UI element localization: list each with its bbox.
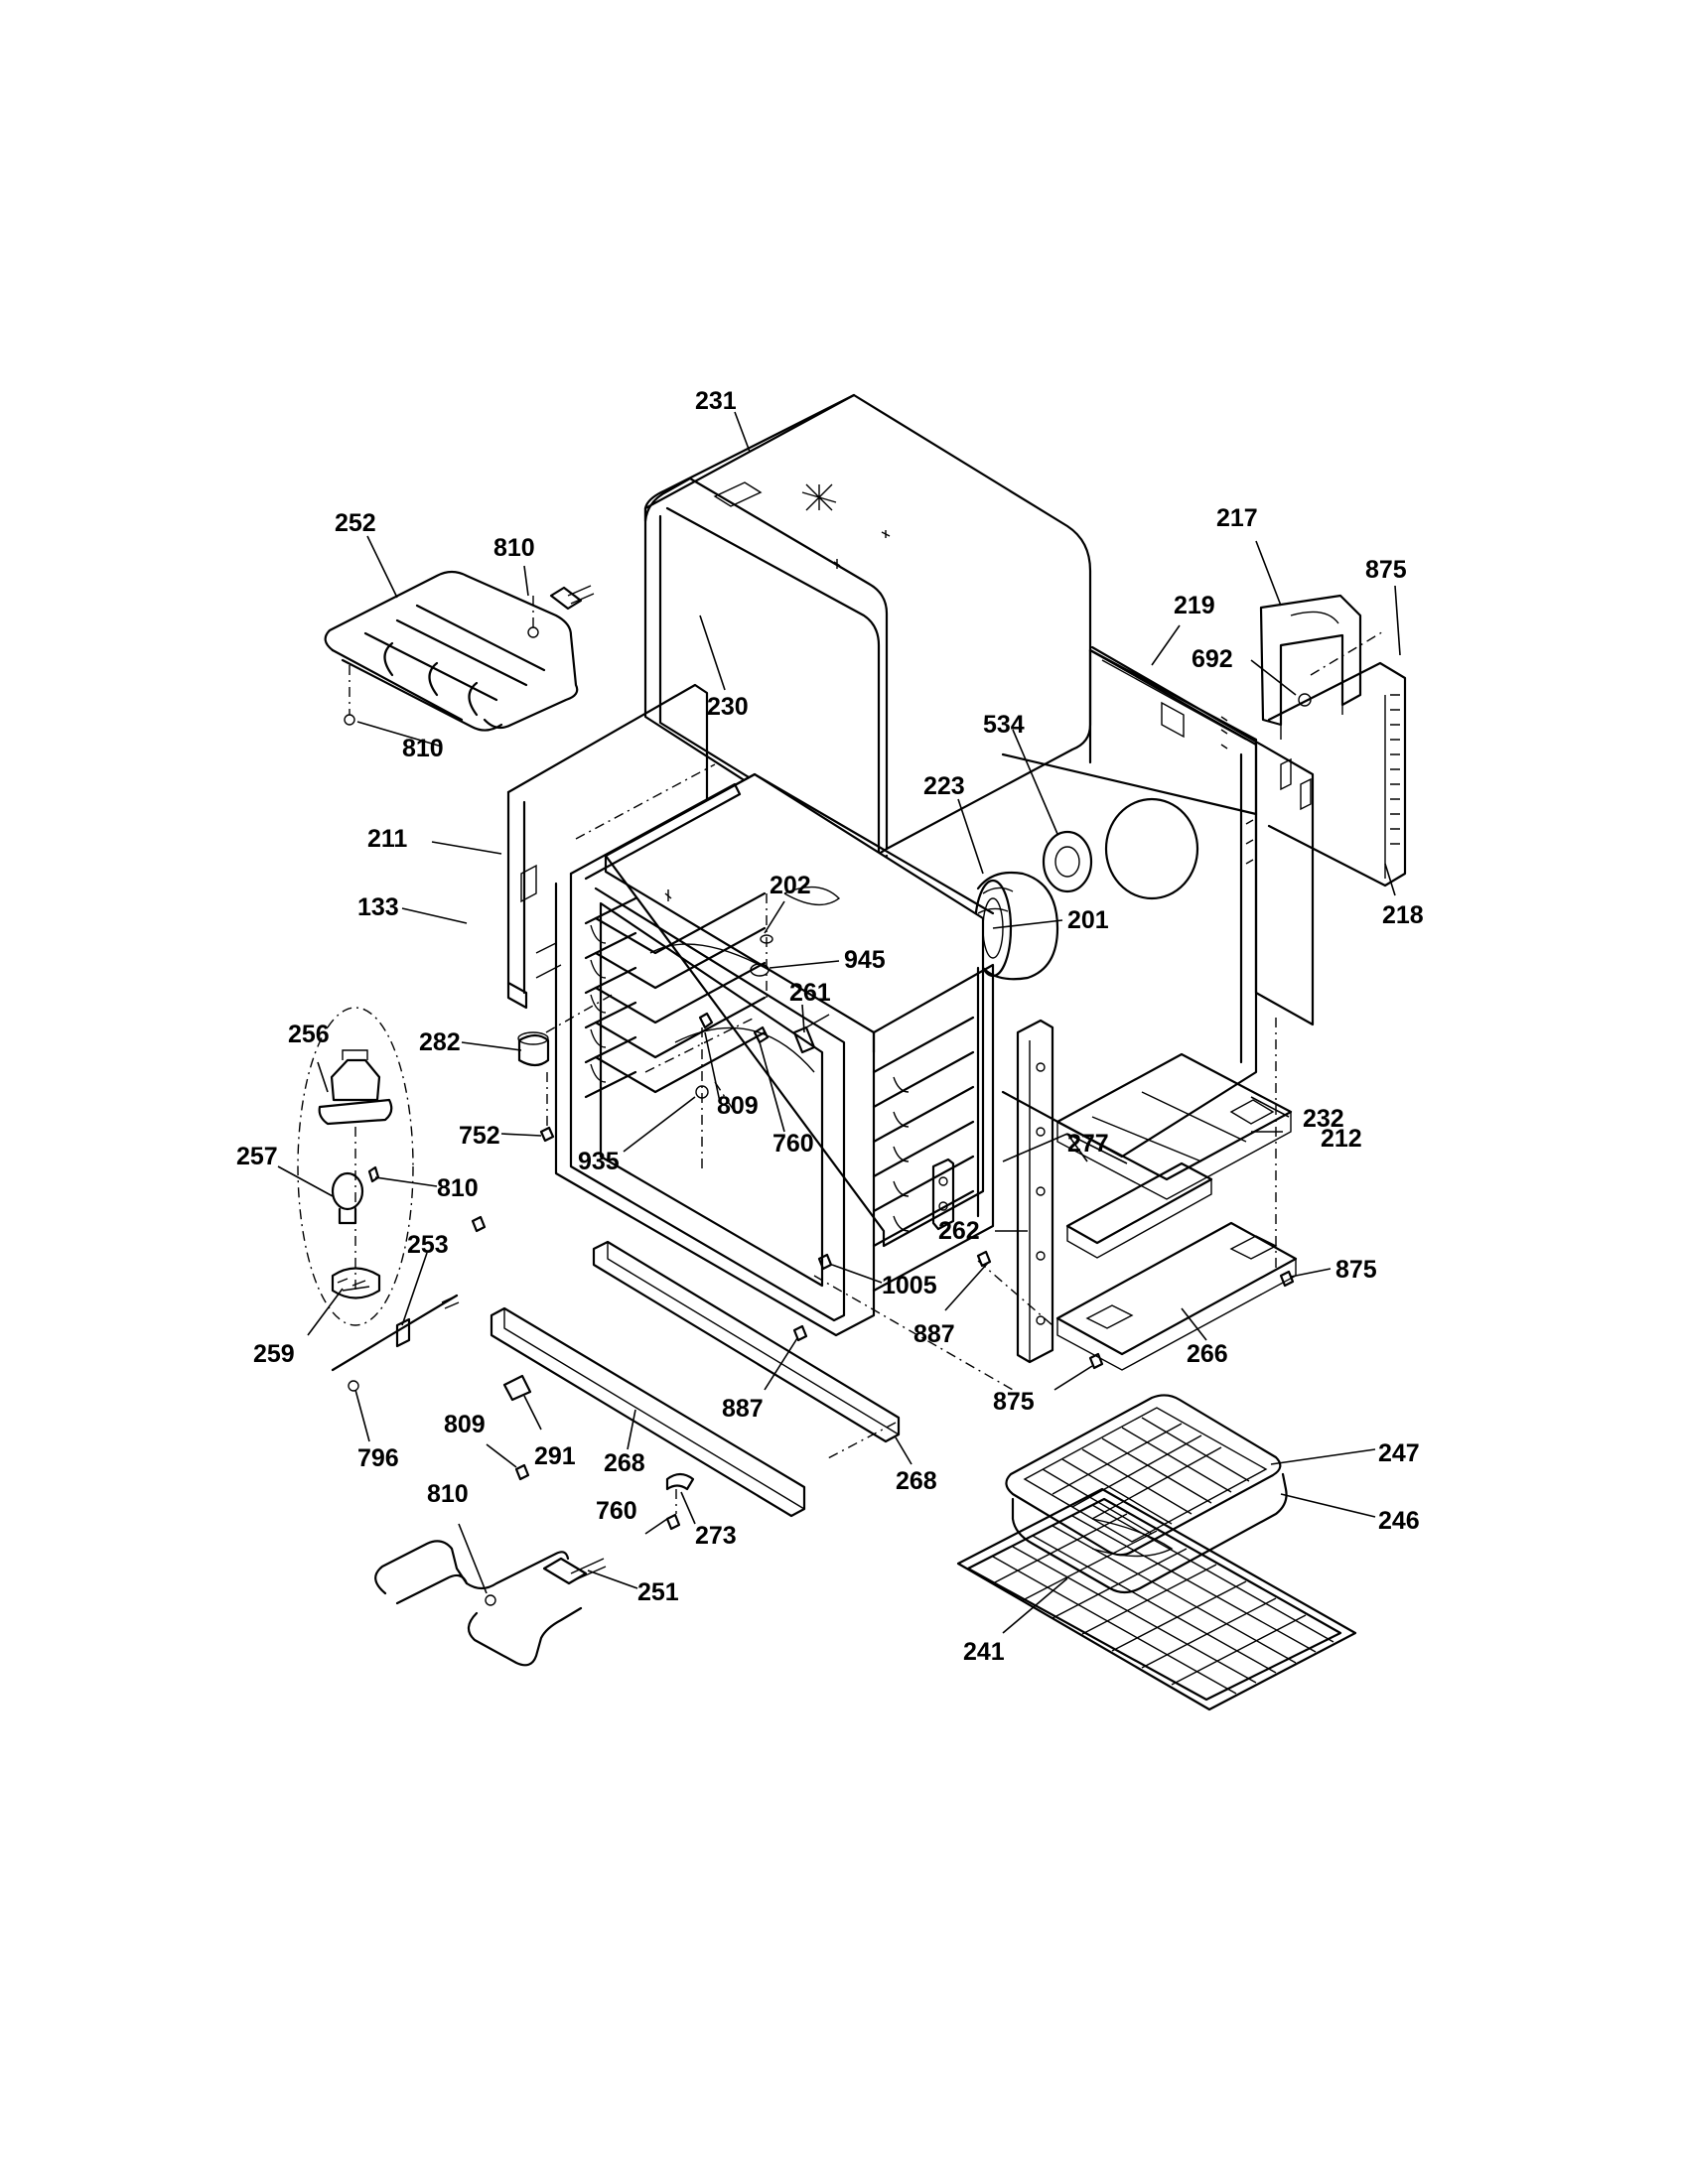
callout-211: 211	[367, 825, 407, 853]
callout-223: 223	[923, 772, 965, 800]
part-241-oven-rack	[956, 1487, 1357, 1711]
callout-277: 277	[1067, 1130, 1109, 1158]
callout-887: 887	[913, 1320, 955, 1348]
callout-259: 259	[253, 1340, 295, 1368]
part-282-lamp-receptacle	[517, 992, 617, 1067]
part-252-broil-element	[324, 570, 595, 732]
callout-875: 875	[1365, 556, 1407, 584]
part-760-809-screws	[695, 1012, 770, 1171]
part-231-outer-wrapper	[643, 393, 1092, 866]
callout-810: 810	[402, 735, 444, 762]
callout-212: 212	[1321, 1125, 1362, 1153]
part-small-screws	[471, 1215, 1295, 1531]
callout-253: 253	[407, 1231, 449, 1259]
part-268-trim-strip-rear	[592, 1240, 901, 1443]
callout-251: 251	[637, 1578, 679, 1606]
callout-252: 252	[335, 509, 376, 537]
callout-246: 246	[1378, 1507, 1420, 1535]
part-752-screw	[539, 1072, 555, 1143]
callout-945: 945	[844, 946, 886, 974]
callout-291: 291	[534, 1442, 576, 1470]
part-534-fan-gasket	[1042, 830, 1093, 893]
part-218-control-board	[1267, 661, 1407, 887]
callout-262: 262	[938, 1217, 980, 1245]
callout-534: 534	[983, 711, 1025, 739]
part-217-bracket	[1259, 594, 1362, 740]
callout-760: 760	[772, 1130, 814, 1158]
leader-lines	[277, 411, 1401, 1634]
part-219-back-panel	[1088, 645, 1315, 1026]
callout-218: 218	[1382, 901, 1424, 929]
callout-692: 692	[1192, 645, 1233, 673]
callout-247: 247	[1378, 1439, 1420, 1467]
callout-266: 266	[1187, 1340, 1228, 1368]
part-201-oven-cavity	[554, 772, 995, 1337]
part-256-lamp-assembly	[297, 1007, 414, 1326]
part-291-clip	[502, 1374, 532, 1402]
callout-219: 219	[1174, 592, 1215, 619]
callout-230: 230	[707, 693, 749, 721]
part-racks-supports	[584, 891, 975, 1248]
part-247-broiler-pan-insert	[1005, 1394, 1282, 1557]
callout-760: 760	[596, 1497, 637, 1525]
part-212-bottom-panel	[1055, 1052, 1293, 1200]
callout-268: 268	[604, 1449, 645, 1477]
callout-256: 256	[288, 1021, 330, 1048]
callout-887: 887	[722, 1395, 764, 1423]
callout-261: 261	[789, 979, 831, 1007]
callout-935: 935	[578, 1148, 620, 1175]
assembly-guide-lines	[575, 629, 1386, 1460]
callout-875: 875	[1335, 1256, 1377, 1284]
callout-202: 202	[770, 872, 811, 899]
part-253-sensor-probe	[331, 1294, 460, 1392]
callout-810: 810	[437, 1174, 479, 1202]
callout-201: 201	[1067, 906, 1109, 934]
callout-273: 273	[695, 1522, 737, 1550]
part-261-sensor	[792, 1014, 830, 1054]
callout-282: 282	[419, 1028, 461, 1056]
callout-1005: 1005	[882, 1272, 937, 1299]
callout-231: 231	[695, 387, 737, 415]
callout-810: 810	[427, 1480, 469, 1508]
callout-796: 796	[357, 1444, 399, 1472]
callout-809: 809	[717, 1092, 759, 1120]
callout-232: 232	[1303, 1105, 1344, 1133]
callout-labels: 231 252 810 810 230 217 875 219 692 534 …	[236, 387, 1424, 1666]
part-266-bottom-support	[1055, 1161, 1298, 1371]
part-251-bake-element	[374, 1540, 607, 1667]
callout-809: 809	[444, 1411, 486, 1438]
callout-133: 133	[357, 893, 399, 921]
callout-268: 268	[896, 1467, 937, 1495]
part-211-side-panel	[506, 683, 709, 1010]
part-262-frame-post	[1016, 1019, 1054, 1364]
part-268-trim-strip-front	[490, 1306, 806, 1518]
callout-752: 752	[459, 1122, 500, 1150]
part-202-945-hardware	[750, 893, 773, 1003]
callout-217: 217	[1216, 504, 1258, 532]
part-273-bracket	[665, 1472, 695, 1491]
callout-810: 810	[493, 534, 535, 562]
part-277-hinge-receiver	[931, 1158, 955, 1231]
callout-257: 257	[236, 1143, 278, 1170]
callout-241: 241	[963, 1638, 1005, 1666]
callout-875: 875	[993, 1388, 1035, 1416]
